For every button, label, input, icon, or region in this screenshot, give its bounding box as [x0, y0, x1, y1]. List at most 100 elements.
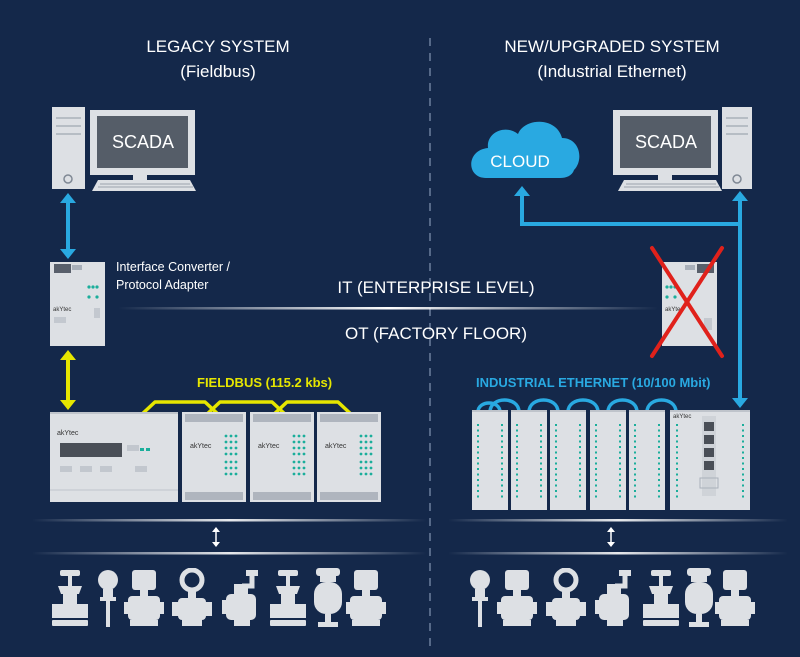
- led-indicator: [359, 440, 363, 444]
- led-indicator: [234, 466, 238, 470]
- led-indicator: [634, 446, 636, 448]
- led-indicator: [292, 434, 296, 438]
- led-indicator: [501, 451, 503, 454]
- it-ot-boundary: [118, 307, 658, 310]
- led-indicator: [229, 466, 233, 470]
- io-module-top: [511, 410, 547, 412]
- led-indicator: [359, 446, 363, 450]
- led-indicator: [477, 424, 479, 426]
- led-indicator: [292, 472, 296, 476]
- led-indicator: [619, 457, 621, 459]
- led-indicator: [516, 479, 518, 481]
- led-indicator: [634, 479, 636, 481]
- legacy-keyboard-icon: [92, 180, 196, 191]
- led-indicator: [634, 424, 636, 426]
- led-indicator: [555, 424, 557, 426]
- ethernet-cable: [488, 398, 521, 413]
- led-indicator: [742, 462, 744, 465]
- led-indicator: [224, 440, 228, 444]
- led-indicator: [297, 446, 301, 450]
- led-indicator: [634, 468, 636, 470]
- led-indicator: [516, 457, 518, 459]
- valve-icon: [643, 570, 679, 626]
- io-module-top: [590, 410, 626, 412]
- led-indicator: [501, 473, 503, 476]
- led-indicator: [501, 440, 503, 443]
- legacy-monitor-icon: [90, 110, 195, 180]
- obsolete-converter-brand: akYtec: [665, 307, 683, 313]
- led-indicator: [658, 479, 660, 481]
- led-indicator: [369, 466, 373, 470]
- upgraded-scada-label: SCADA: [635, 132, 697, 152]
- led-indicator: [579, 429, 581, 432]
- led-indicator: [224, 472, 228, 476]
- led-indicator: [619, 462, 621, 465]
- led-indicator: [555, 468, 557, 470]
- led-indicator: [676, 484, 678, 487]
- led-indicator: [579, 484, 581, 487]
- led-indicator: [302, 460, 306, 464]
- led-indicator: [634, 457, 636, 459]
- led-indicator: [579, 424, 581, 426]
- led-indicator: [364, 434, 368, 438]
- io-module-body: [511, 410, 547, 510]
- led-indicator: [676, 495, 678, 498]
- pressure-gauge-icon: [314, 568, 342, 627]
- led-indicator: [359, 452, 363, 456]
- legacy-controller-brand: akYtec: [57, 430, 79, 437]
- led-indicator: [676, 440, 678, 443]
- led-indicator: [742, 490, 744, 492]
- fieldbus-line: [138, 400, 355, 418]
- led-indicator: [658, 473, 660, 476]
- led-indicator: [224, 452, 228, 456]
- led-indicator: [742, 446, 744, 448]
- led-indicator: [369, 434, 373, 438]
- led-indicator: [595, 495, 597, 498]
- led-indicator: [369, 460, 373, 464]
- led-indicator: [555, 457, 557, 459]
- valve-icon: [52, 570, 88, 626]
- led-indicator: [477, 440, 479, 443]
- led-indicator: [292, 452, 296, 456]
- led-indicator: [676, 457, 678, 459]
- led-indicator: [555, 473, 557, 476]
- led-indicator: [302, 452, 306, 456]
- io-module-body: [550, 410, 586, 510]
- ethernet-cable: [566, 398, 600, 413]
- led-indicator: [516, 440, 518, 443]
- led-indicator: [619, 440, 621, 443]
- led-indicator: [555, 479, 557, 481]
- legacy-subtitle: (Fieldbus): [180, 62, 256, 81]
- led-indicator: [540, 446, 542, 448]
- led-indicator: [501, 462, 503, 465]
- led-indicator: [619, 479, 621, 481]
- led-indicator: [619, 490, 621, 492]
- valve-icon: [270, 570, 306, 626]
- led-indicator: [658, 462, 660, 465]
- led-indicator: [595, 490, 597, 492]
- led-indicator: [302, 434, 306, 438]
- led-indicator: [619, 429, 621, 432]
- led-indicator: [619, 495, 621, 498]
- led-indicator: [516, 446, 518, 448]
- legacy-field-arrow-icon: [212, 527, 220, 547]
- led-indicator: [477, 473, 479, 476]
- led-indicator: [658, 424, 660, 426]
- led-indicator: [595, 429, 597, 432]
- upgraded-io-modules: [472, 410, 665, 510]
- led-indicator: [516, 435, 518, 437]
- led-indicator: [229, 460, 233, 464]
- ethernet-cable: [606, 398, 639, 413]
- led-indicator: [516, 429, 518, 432]
- led-indicator: [364, 440, 368, 444]
- it-level-label: IT (ENTERPRISE LEVEL): [337, 278, 534, 297]
- actuator-icon: [595, 570, 631, 626]
- led-indicator: [658, 495, 660, 498]
- led-indicator: [658, 484, 660, 487]
- led-indicator: [540, 462, 542, 465]
- led-indicator: [297, 460, 301, 464]
- cross-out-icon: [650, 246, 724, 358]
- upgraded-subtitle: (Industrial Ethernet): [537, 62, 686, 81]
- led-indicator: [234, 452, 238, 456]
- led-indicator: [516, 473, 518, 476]
